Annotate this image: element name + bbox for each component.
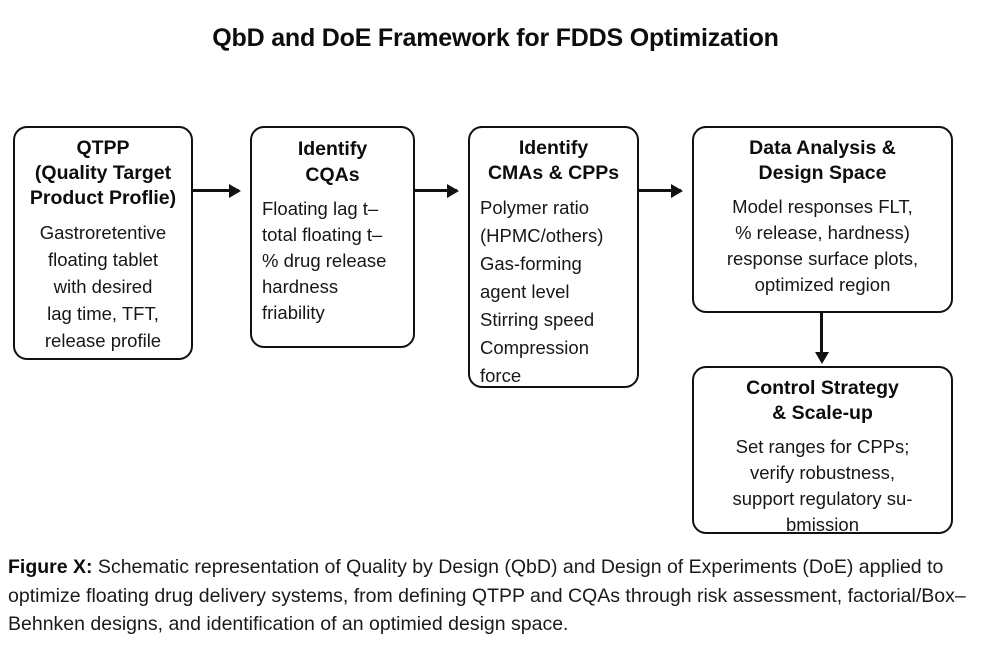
- flow-box-qtpp: QTPP (Quality Target Product Proflie) Ga…: [13, 126, 193, 360]
- figure-caption-label: Figure X:: [8, 556, 93, 578]
- flow-box-cqas-heading: Identify CQAs: [297, 138, 368, 186]
- flow-box-cmas-cpps-body: Polymer ratio (HPMC/others) Gas-forming …: [480, 197, 604, 386]
- flow-box-control-strategy: Control Strategy & Scale-up Set ranges f…: [692, 366, 953, 535]
- flow-box-cqas-body: Floating lag t– total floating t– % drug…: [262, 198, 387, 323]
- flow-box-qtpp-heading: QTPP (Quality Target Product Proflie): [29, 137, 177, 209]
- flow-box-control-strategy-body: Set ranges for CPPs; verify robustness, …: [732, 436, 913, 535]
- flow-box-cmas-cpps-heading: Identify CMAs & CPPs: [487, 137, 620, 184]
- figure-caption-text: Schematic representation of Quality by D…: [8, 556, 966, 635]
- arrow-right-icon-cmas-to-data-analysis: [639, 189, 681, 192]
- flow-box-data-analysis: Data Analysis & Design Space Model respo…: [692, 126, 953, 313]
- flow-box-cqas: Identify CQAs Floating lag t– total floa…: [250, 126, 415, 348]
- flow-box-cmas-cpps: Identify CMAs & CPPs Polymer ratio (HPMC…: [468, 126, 639, 388]
- flow-box-data-analysis-heading: Data Analysis & Design Space: [749, 137, 896, 184]
- arrow-right-icon-cqas-to-cmas: [415, 189, 457, 192]
- flow-box-control-strategy-heading: Control Strategy & Scale-up: [746, 377, 899, 424]
- flow-box-qtpp-body: Gastroretentive floating tablet with des…: [39, 222, 167, 351]
- arrow-right-icon-qtpp-to-cqas: [193, 189, 239, 192]
- arrow-down-icon-data-analysis-to-control: [820, 313, 823, 361]
- flow-box-data-analysis-body: Model responses FLT, % release, hardness…: [726, 196, 919, 295]
- figure-caption: Figure X: Schematic representation of Qu…: [8, 553, 968, 639]
- page-title: QbD and DoE Framework for FDDS Optimizat…: [212, 24, 779, 52]
